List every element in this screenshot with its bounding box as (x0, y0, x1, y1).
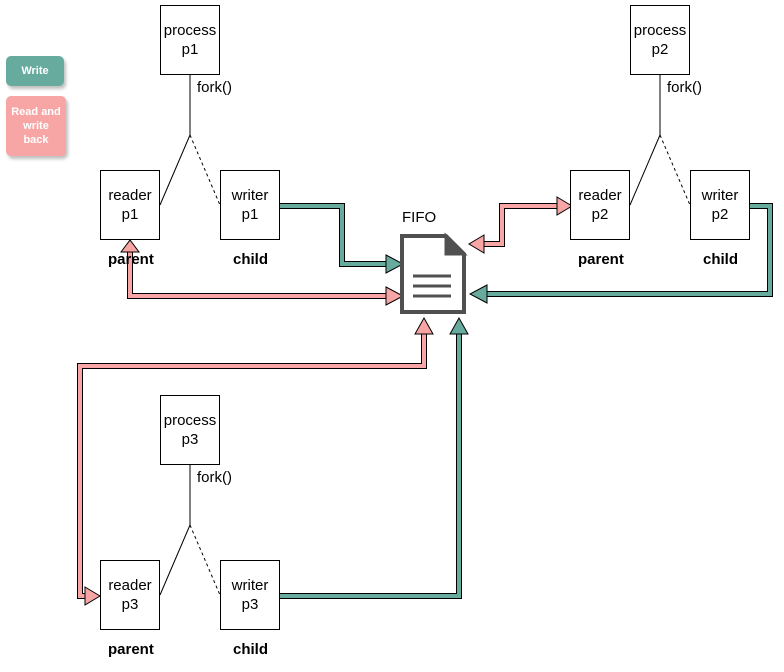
read-arrow-p3 (77, 316, 434, 606)
write-arrows (280, 203, 773, 599)
writer-p3-box: writer p3 (220, 560, 280, 630)
process-p1-box: process p1 (160, 5, 220, 75)
reader-p2-label: reader p2 (578, 187, 622, 223)
write-arrow-p2 (468, 203, 773, 304)
reader-p1-label: reader p1 (108, 187, 152, 223)
legend-read-write-back: Read and write back (6, 96, 66, 156)
fork-lines-p2 (629, 75, 691, 206)
process-p3-label: process p3 (163, 412, 217, 448)
process-p2-box: process p2 (630, 5, 690, 75)
writer-p3-label: writer p3 (231, 577, 269, 613)
reader-p1-box: reader p1 (100, 170, 160, 240)
writer-p1-box: writer p1 (220, 170, 280, 240)
process-p1-label: process p1 (163, 22, 217, 58)
fork-p3-label: fork() (197, 469, 232, 486)
legend-read-write-back-label: Read and write back (11, 106, 61, 146)
child-p3-label: child (233, 641, 269, 658)
fifo-label: FIFO (402, 209, 437, 226)
reader-p3-label: reader p3 (108, 577, 152, 613)
write-arrow-p1 (280, 203, 405, 274)
process-p3-box: process p3 (160, 395, 220, 465)
legend-write-label: Write (21, 65, 49, 77)
writer-p2-box: writer p2 (690, 170, 750, 240)
process-p2-label: process p2 (633, 22, 687, 58)
fork-lines-p1 (159, 75, 221, 206)
writer-p2-label: writer p2 (701, 187, 739, 223)
reader-p2-box: reader p2 (570, 170, 630, 240)
read-arrows (77, 196, 573, 606)
read-arrow-p1 (120, 239, 405, 306)
reader-p3-box: reader p3 (100, 560, 160, 630)
fork-p2-label: fork() (667, 79, 702, 96)
child-p1-label: child (233, 251, 269, 268)
parent-p1-label: parent (108, 251, 154, 268)
read-arrow-p2 (468, 196, 573, 254)
child-p2-label: child (703, 251, 739, 268)
writer-p1-label: writer p1 (231, 187, 269, 223)
fork-p1-label: fork() (197, 79, 232, 96)
parent-p2-label: parent (578, 251, 624, 268)
legend-write: Write (6, 56, 64, 86)
file-document-icon (400, 232, 468, 314)
parent-p3-label: parent (108, 641, 154, 658)
fork-lines-p3 (159, 465, 221, 596)
write-arrow-p3 (280, 316, 469, 599)
